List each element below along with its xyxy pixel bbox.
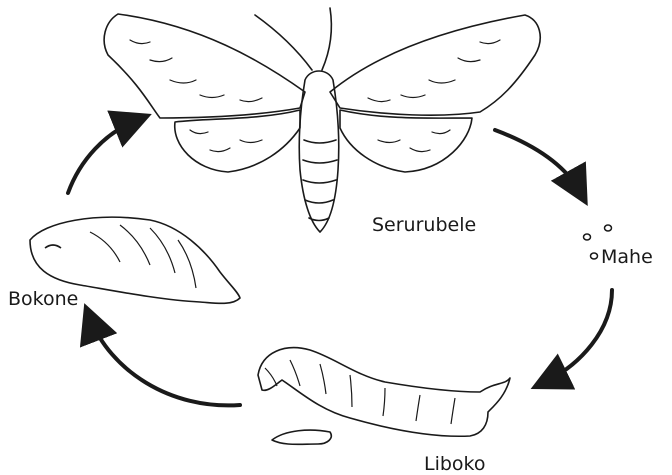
arrow-larva-to-pupa: [90, 318, 240, 405]
larva-label: Liboko: [424, 455, 486, 474]
arrow-eggs-to-larva: [545, 290, 612, 382]
eggs-label: Mahe: [601, 248, 653, 267]
larva-illustration: [258, 348, 510, 445]
moth-label: Serurubele: [372, 216, 476, 235]
moth-illustration: [104, 8, 540, 232]
arrow-moth-to-eggs: [495, 130, 580, 192]
arrow-pupa-to-moth: [68, 120, 137, 193]
pupa-label: Bokone: [8, 290, 78, 309]
